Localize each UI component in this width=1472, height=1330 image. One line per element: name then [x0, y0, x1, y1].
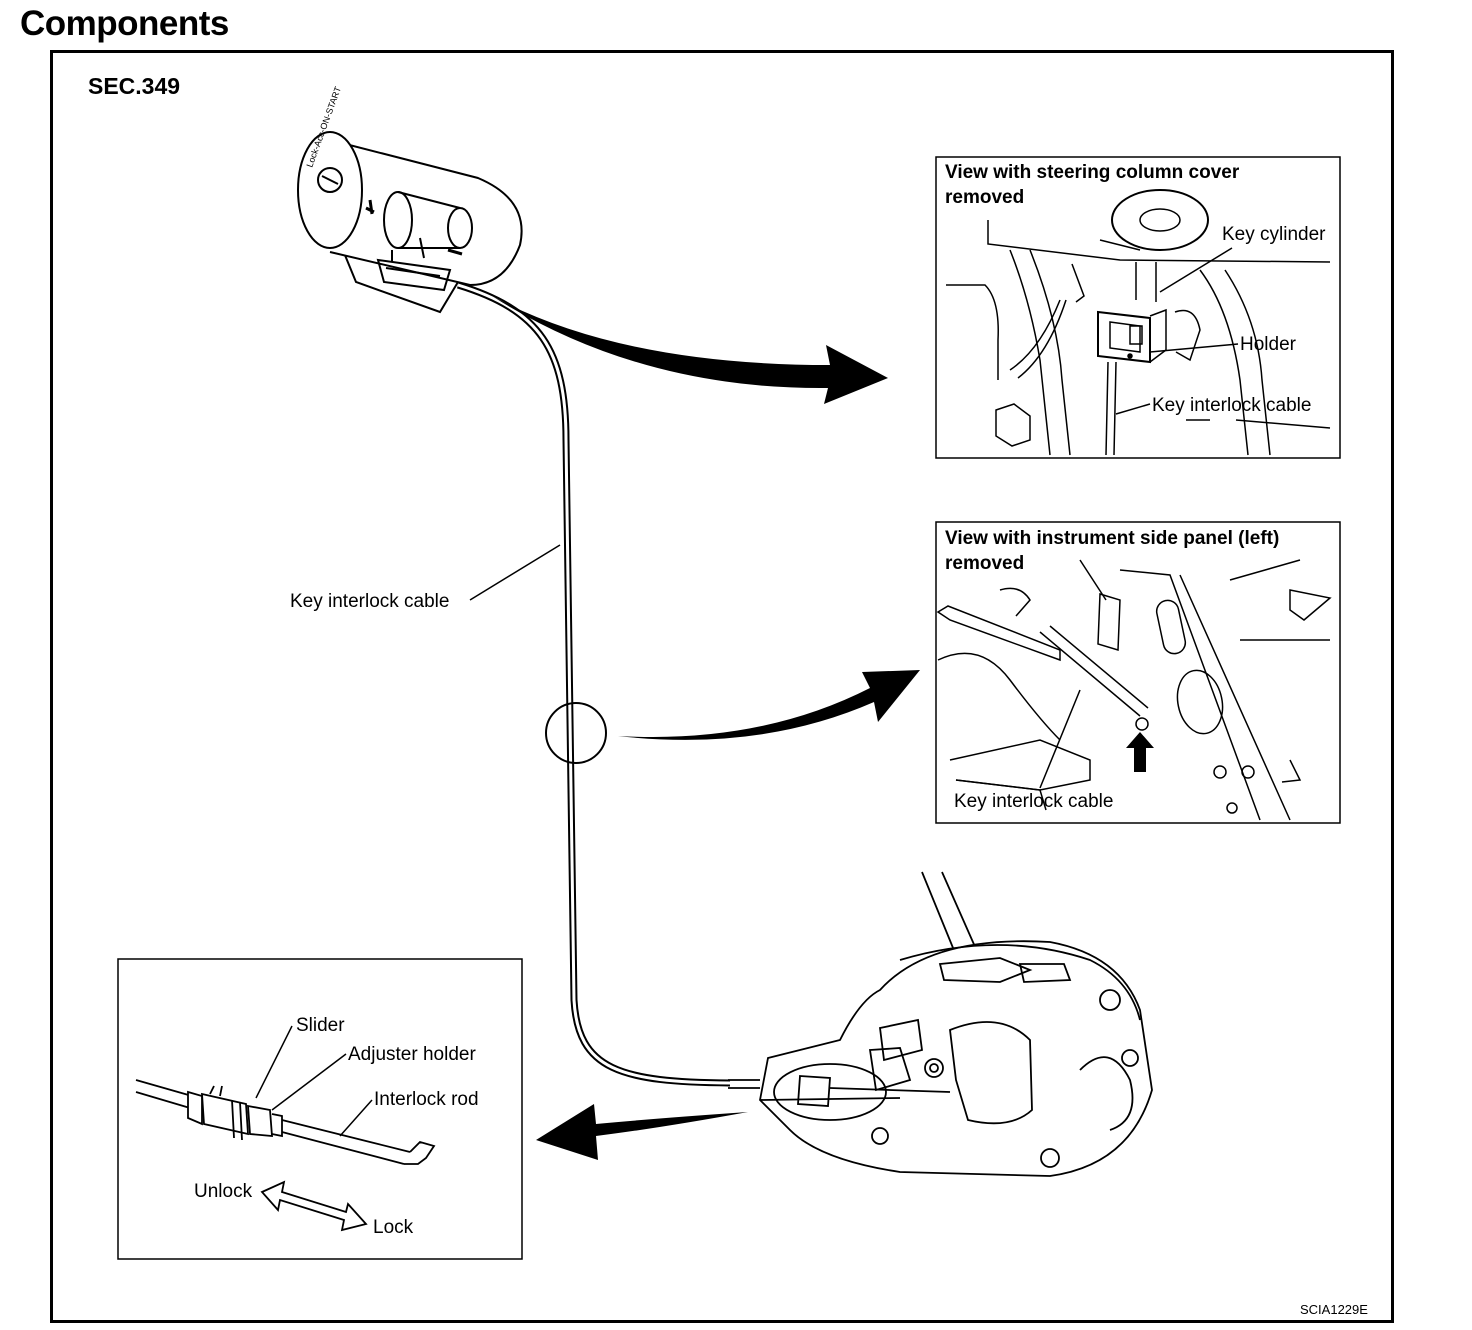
adjuster-holder-label: Adjuster holder	[348, 1044, 476, 1065]
instrument-panel-illustration	[936, 559, 1332, 821]
lock-label: Lock	[373, 1217, 414, 1238]
adjuster-holder-leader	[271, 1053, 347, 1111]
key-cylinder-illustration	[297, 131, 523, 314]
interlock-rod-label: Interlock rod	[374, 1089, 479, 1110]
interlock-rod-leader	[339, 1099, 373, 1137]
panel-view-title-line2: removed	[945, 553, 1024, 574]
panel-view-title-line1: View with instrument side panel (left)	[945, 528, 1279, 549]
figure-code: SCIA1229E	[1300, 1302, 1368, 1317]
steering-cable-label: Key interlock cable	[1152, 395, 1311, 416]
key-cylinder-leader	[1159, 247, 1233, 293]
steering-column-illustration	[946, 189, 1331, 456]
main-cable-label: Key interlock cable	[290, 591, 449, 612]
arrow-to-panel-view	[618, 670, 920, 740]
steering-view-title-line1: View with steering column cover	[945, 162, 1240, 183]
shift-selector-illustration	[728, 871, 1153, 1177]
key-cylinder-label: Key cylinder	[1222, 224, 1326, 245]
holder-label: Holder	[1240, 334, 1297, 355]
adjuster-detail-box	[117, 958, 523, 1260]
slider-label: Slider	[296, 1015, 345, 1036]
arrow-to-steering-view	[492, 296, 888, 404]
steering-view-title-line2: removed	[945, 187, 1024, 208]
steering-cable-leader	[1115, 403, 1151, 415]
panel-cable-leader	[1039, 689, 1081, 789]
holder-leader	[1149, 343, 1239, 353]
clip-location-circle	[545, 702, 607, 764]
slider-leader	[255, 1025, 293, 1099]
main-cable-leader	[469, 544, 561, 601]
adjuster-detail-illustration	[135, 1079, 436, 1165]
clip-arrow-icon	[1126, 732, 1154, 772]
panel-cable-label: Key interlock cable	[954, 791, 1113, 812]
unlock-label: Unlock	[194, 1181, 253, 1202]
page-title: Components	[20, 4, 229, 43]
unlock-lock-arrow-icon	[260, 1180, 368, 1232]
arrow-to-detail-view	[536, 1104, 748, 1160]
diagram-frame	[50, 50, 1394, 1323]
section-code: SEC.349	[88, 73, 180, 99]
key-interlock-cable-core	[457, 283, 731, 1085]
